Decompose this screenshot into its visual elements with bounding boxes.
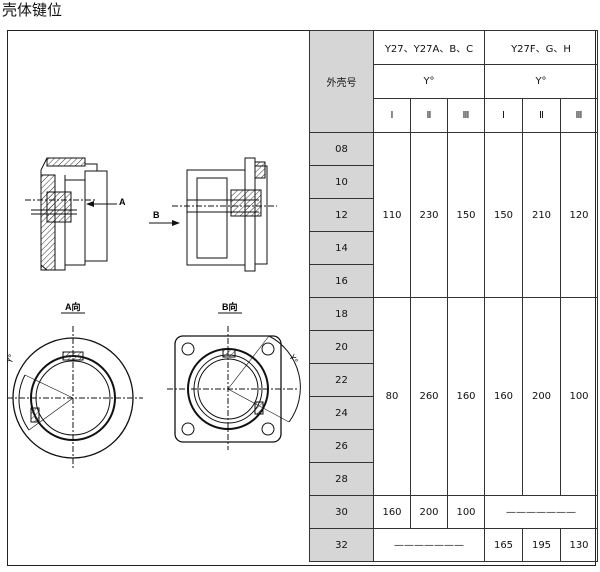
- group1-angle: Y°: [373, 64, 485, 99]
- group2-angle: Y°: [484, 64, 598, 99]
- view-b-angle: Y°: [287, 352, 300, 365]
- row30-g1-i: 160: [373, 495, 411, 529]
- block1-g1-iii: 150: [447, 132, 485, 298]
- row32-g1-dash: ———————: [373, 528, 485, 562]
- group2-col-i: Ⅰ: [484, 98, 523, 133]
- plug-side-view: [25, 157, 108, 271]
- view-a-drawing: [7, 326, 143, 470]
- receptacle-side-view: [172, 157, 277, 272]
- shell-number: 32: [309, 528, 374, 562]
- group1-col-iii: Ⅲ: [447, 98, 485, 133]
- shell-number: 20: [309, 330, 374, 364]
- shell-number: 26: [309, 429, 374, 463]
- block2-g1-i: 80: [373, 297, 411, 496]
- shell-number: 14: [309, 231, 374, 265]
- shell-number: 08: [309, 132, 374, 166]
- group2-models: Y27F、G、H: [484, 30, 598, 65]
- block1-g2-ii: 210: [522, 132, 561, 298]
- keyway-angle-table: 外壳号 Y27、Y27A、B、C Y27F、G、H Y° Y° Ⅰ Ⅱ Ⅲ Ⅰ …: [309, 30, 598, 562]
- row30-g2-dash: ———————: [484, 495, 598, 529]
- page-title: 壳体键位: [2, 1, 63, 19]
- group2-col-iii: Ⅲ: [560, 98, 598, 133]
- block2-g1-iii: 160: [447, 297, 485, 496]
- shell-keyway-drawing: A B A向 Y° B向: [7, 157, 301, 470]
- block2-g2-i: 160: [484, 297, 523, 496]
- row30-g1-ii: 200: [410, 495, 448, 529]
- group1-models: Y27、Y27A、B、C: [373, 30, 485, 65]
- group1-col-i: Ⅰ: [373, 98, 411, 133]
- row32-g2-i: 165: [484, 528, 523, 562]
- shell-number: 30: [309, 495, 374, 529]
- block1-g1-ii: 230: [410, 132, 448, 298]
- arrow-label-a: A: [119, 197, 126, 207]
- block1-g2-iii: 120: [560, 132, 598, 298]
- shell-number: 24: [309, 396, 374, 430]
- block2-g1-ii: 260: [410, 297, 448, 496]
- block2-g2-iii: 100: [560, 297, 598, 496]
- row30-g1-iii: 100: [447, 495, 485, 529]
- shell-number: 12: [309, 198, 374, 232]
- shell-number: 18: [309, 297, 374, 331]
- shell-number: 10: [309, 165, 374, 199]
- arrow-label-b: B: [153, 210, 160, 220]
- view-a-caption: A向: [65, 301, 81, 312]
- shell-number: 22: [309, 363, 374, 397]
- group1-col-ii: Ⅱ: [410, 98, 448, 133]
- block2-g2-ii: 200: [522, 297, 561, 496]
- view-b-caption: B向: [222, 301, 238, 312]
- shell-number: 28: [309, 462, 374, 496]
- block1-g2-i: 150: [484, 132, 523, 298]
- shell-number-header: 外壳号: [309, 30, 374, 133]
- shell-number: 16: [309, 264, 374, 298]
- group2-col-ii: Ⅱ: [522, 98, 561, 133]
- view-b-drawing: [167, 326, 301, 450]
- row32-g2-iii: 130: [560, 528, 598, 562]
- row32-g2-ii: 195: [522, 528, 561, 562]
- view-a-angle: Y°: [7, 353, 17, 365]
- block1-g1-i: 110: [373, 132, 411, 298]
